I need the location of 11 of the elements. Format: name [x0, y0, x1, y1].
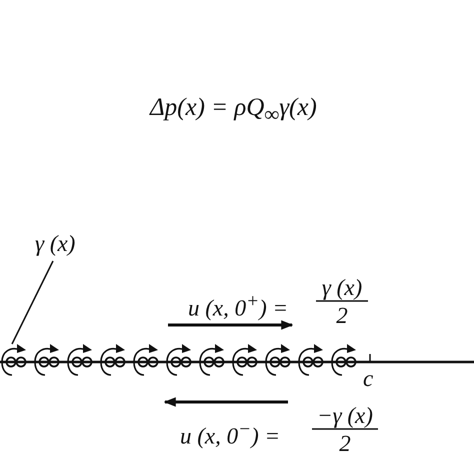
- fraction-denominator: 2: [338, 432, 352, 455]
- chord-label: c: [363, 367, 374, 390]
- vortex-strength-label: γ (x): [35, 232, 76, 255]
- leader-line: [11, 260, 54, 344]
- velocity-equation: u (x, 0$^{+}$) =: [188, 292, 288, 320]
- equation: Δp(x) = ρQ$_{∞}$γ(x): [150, 95, 317, 125]
- velocity-equation: u (x, 0$^{−}$) =: [180, 420, 280, 448]
- vortex-icon: [1, 344, 26, 376]
- fraction-denominator: 2: [335, 304, 349, 327]
- fraction-numerator: γ (x): [320, 276, 364, 299]
- fraction-numerator: −γ (x): [316, 404, 374, 427]
